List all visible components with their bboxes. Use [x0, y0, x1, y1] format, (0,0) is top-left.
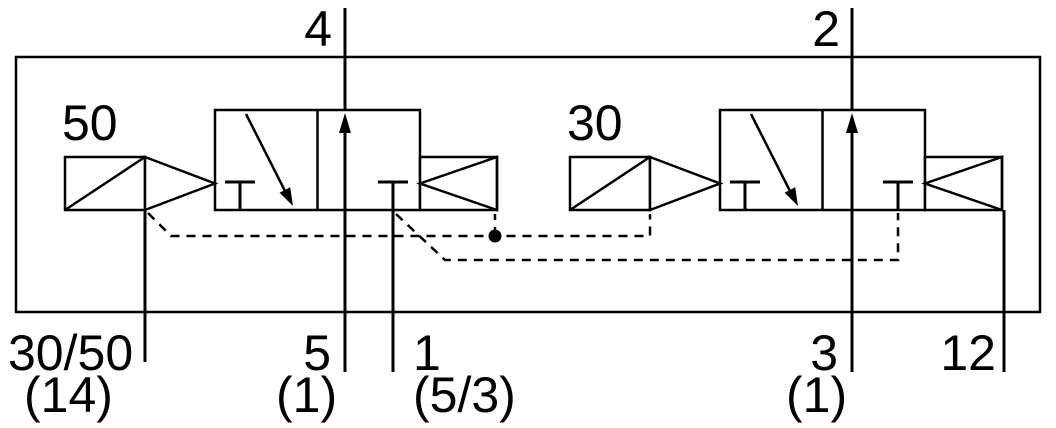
pilot-dashed-line-a: [147, 212, 652, 238]
valve-30-label: 30: [567, 95, 623, 151]
spring-box: [923, 155, 1004, 212]
valve-50-group: [63, 108, 499, 212]
pilot-triangle-icon: [143, 155, 219, 212]
valve-50-label: 50: [62, 95, 118, 151]
valve-30-group: [568, 108, 1004, 212]
pilot-dashed-line-b: [395, 213, 900, 262]
port-label-4: 4: [304, 1, 332, 57]
port-label-2: 2: [812, 1, 840, 57]
port-label-3: 3: [810, 325, 838, 381]
spring-triangle-icon: [416, 155, 499, 212]
solenoid-diagonal-icon: [569, 155, 651, 212]
port-label-14: (14): [24, 367, 113, 423]
junction-dot: [488, 229, 502, 243]
flow-arrow-diagonal-icon: [749, 113, 798, 206]
port-label-5-sub: (1): [276, 367, 337, 423]
pilot-triangle-icon: [648, 155, 724, 212]
blocked-port-tee-icon: [378, 180, 408, 210]
flow-arrow-up-icon: [339, 113, 351, 210]
spring-box: [418, 155, 499, 212]
port-label-1: 1: [413, 325, 441, 381]
solenoid-diagonal-icon: [64, 155, 146, 212]
blocked-port-tee-icon: [730, 180, 760, 210]
blocked-port-tee-icon: [883, 180, 913, 210]
port-label-3-sub: (1): [786, 367, 847, 423]
port-label-1-sub: (5/3): [413, 367, 516, 423]
port-label-12: 12: [940, 325, 996, 381]
flow-arrow-up-icon: [846, 113, 858, 210]
blocked-port-tee-icon: [225, 180, 255, 210]
flow-arrow-diagonal-icon: [244, 113, 293, 206]
port-label-30-50: 30/50: [8, 325, 133, 381]
port-label-5: 5: [303, 325, 331, 381]
spring-triangle-icon: [921, 155, 1004, 212]
outer-border: [14, 55, 1042, 314]
